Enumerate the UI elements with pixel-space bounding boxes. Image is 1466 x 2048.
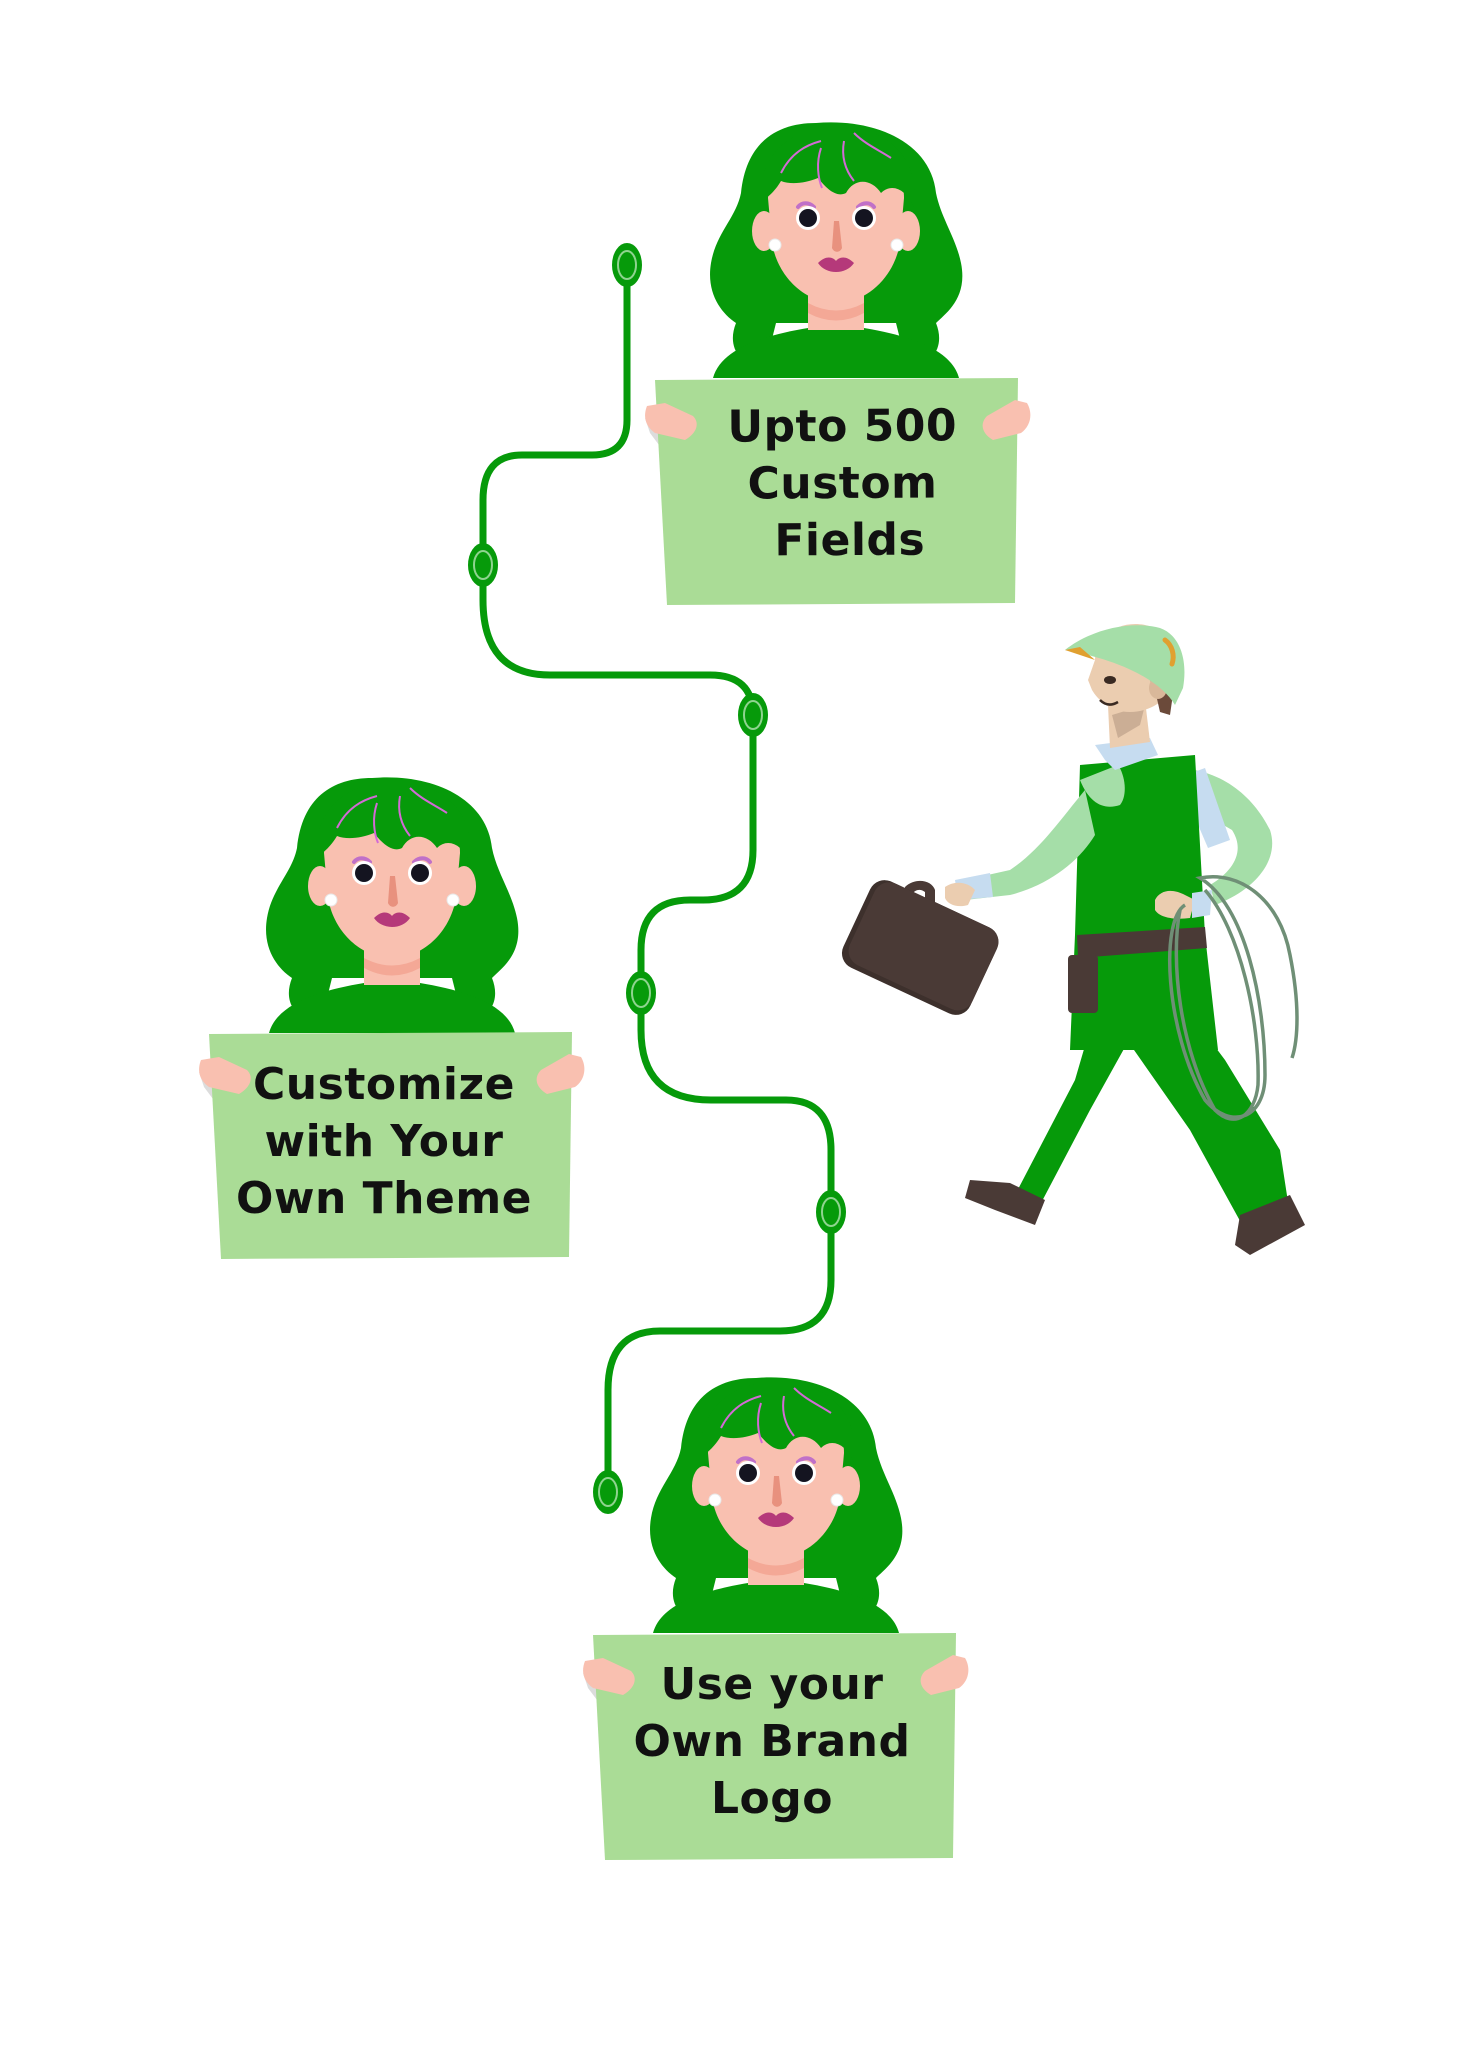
sign-text-brand-logo: Use your Own Brand Logo xyxy=(622,1656,922,1827)
sign-line: Custom xyxy=(747,457,938,510)
sign-line: Upto 500 xyxy=(727,400,958,453)
milestone-node-4 xyxy=(626,971,656,1015)
milestone-node-2 xyxy=(468,543,498,587)
cable-coil-icon xyxy=(1167,875,1299,1121)
milestone-node-5 xyxy=(816,1190,846,1234)
sign-text-custom-fields: Upto 500 Custom Fields xyxy=(700,397,986,569)
sign-line: Customize xyxy=(253,1059,515,1110)
sign-line: Fields xyxy=(774,514,926,567)
roadmap-line xyxy=(479,261,835,1496)
milestone-node-3 xyxy=(738,693,768,737)
sign-line: Own Brand xyxy=(633,1716,911,1767)
sign-line: with Your xyxy=(264,1116,504,1167)
sign-line: Own Theme xyxy=(235,1173,533,1224)
sign-line: Use your xyxy=(660,1659,884,1710)
milestone-node-6 xyxy=(593,1470,623,1514)
milestone-node-1 xyxy=(612,243,642,287)
sign-text-own-theme: Customize with Your Own Theme xyxy=(234,1056,534,1227)
sign-line: Logo xyxy=(711,1773,833,1824)
briefcase-icon xyxy=(841,880,999,1015)
